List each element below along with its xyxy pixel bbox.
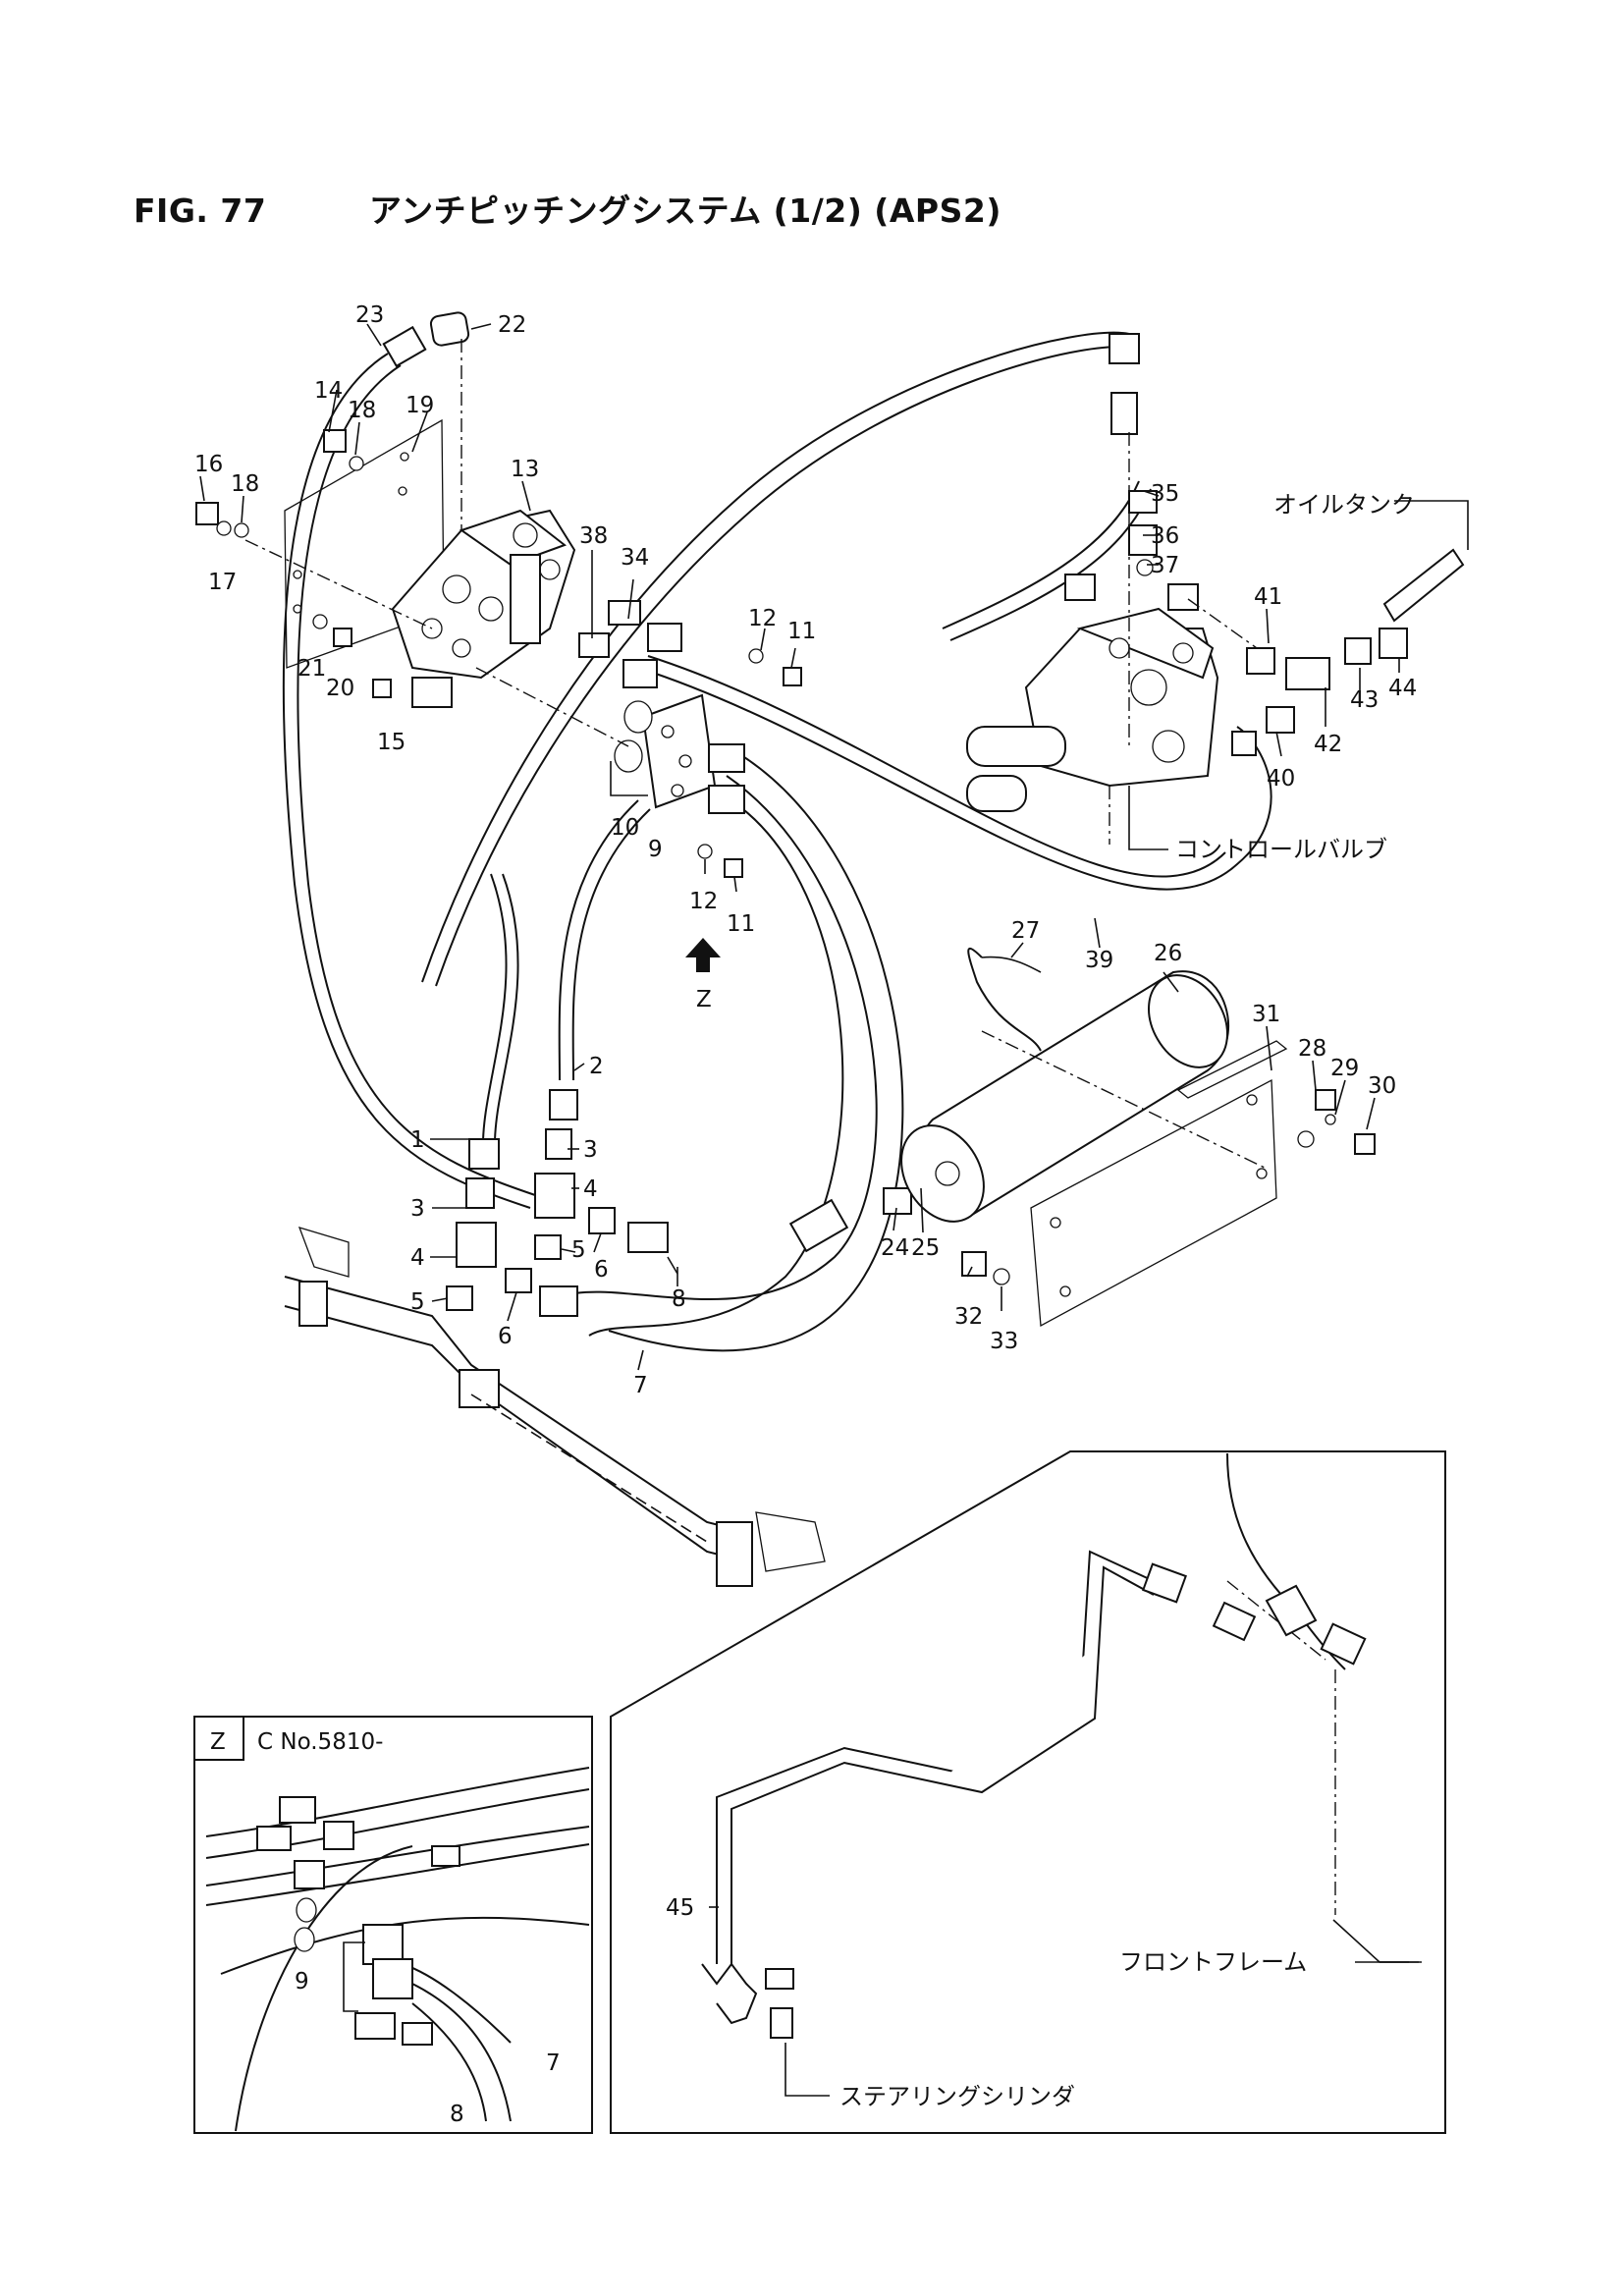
callout-30: 30 <box>1368 1073 1396 1099</box>
callout-9: 9 <box>648 837 663 862</box>
accumulator <box>900 970 1230 1223</box>
callout-44: 44 <box>1388 676 1417 701</box>
callout-31: 31 <box>1252 1002 1280 1027</box>
callout-27: 27 <box>1011 918 1040 944</box>
callout-43: 43 <box>1350 687 1379 713</box>
callout-3a: 3 <box>410 1196 425 1222</box>
callout-4a: 4 <box>410 1245 425 1271</box>
callout-35: 35 <box>1151 481 1179 507</box>
callout-23: 23 <box>355 302 384 328</box>
callout-24: 24 <box>881 1235 909 1261</box>
callout-37: 37 <box>1151 553 1179 578</box>
callout-36: 36 <box>1151 523 1179 549</box>
callout-3b: 3 <box>583 1137 598 1163</box>
fittings <box>195 311 1465 1317</box>
hose-lines <box>282 331 1272 1352</box>
callout-42: 42 <box>1314 732 1342 757</box>
callout-18a: 18 <box>348 398 376 423</box>
inset-z-serial: C No.5810- <box>257 1729 383 1755</box>
callout-5b: 5 <box>571 1237 586 1263</box>
callout-6b: 6 <box>594 1257 609 1283</box>
callout-34: 34 <box>621 545 649 571</box>
callout-38: 38 <box>579 523 608 549</box>
inset-z-tag: Z <box>210 1729 226 1755</box>
accumulator-bracket <box>1030 1040 1288 1328</box>
callout-19: 19 <box>406 393 434 418</box>
callout-13: 13 <box>511 457 539 482</box>
callout-45: 45 <box>666 1895 694 1921</box>
callout-22: 22 <box>498 312 526 338</box>
callout-1: 1 <box>410 1127 425 1153</box>
callout-40: 40 <box>1267 766 1295 792</box>
callout-12a: 12 <box>748 606 777 631</box>
callout-11a: 11 <box>787 619 816 644</box>
detail-leaders <box>709 1906 1422 2097</box>
callout-14: 14 <box>314 378 343 404</box>
control-valve-label: コントロールバルブ <box>1175 836 1387 863</box>
callout-39: 39 <box>1085 948 1113 973</box>
oil-tank-label: オイルタンク <box>1273 491 1415 519</box>
view-arrow-label: Z <box>696 987 712 1012</box>
figure-title-text: アンチピッチングシステム (1/2) (APS2) <box>369 191 1001 230</box>
inset-callout-7: 7 <box>546 2050 561 2076</box>
callout-labels: 23 22 14 18 19 13 16 18 17 21 20 15 38 3… <box>194 302 1417 2127</box>
callout-26: 26 <box>1154 941 1182 966</box>
callout-12b: 12 <box>689 889 718 914</box>
steering-detail-frame <box>610 1450 1446 2134</box>
callout-32: 32 <box>954 1304 983 1330</box>
aps-valve-block <box>391 509 576 708</box>
callout-25: 25 <box>911 1235 940 1261</box>
callout-41: 41 <box>1254 584 1282 610</box>
control-valve <box>966 607 1219 812</box>
callout-18b: 18 <box>231 471 259 497</box>
callout-33: 33 <box>990 1329 1018 1354</box>
leader-lines <box>199 323 1469 1371</box>
inset-z-frame <box>193 1716 593 2134</box>
callout-11b: 11 <box>727 911 755 937</box>
callout-10: 10 <box>611 815 639 841</box>
callout-28: 28 <box>1298 1036 1326 1062</box>
callout-17: 17 <box>208 570 237 595</box>
callout-8: 8 <box>672 1286 686 1312</box>
figure-number: FIG. 77 <box>134 191 267 230</box>
accumulator-band-27 <box>967 947 1042 1052</box>
callout-29: 29 <box>1330 1056 1359 1081</box>
callout-20: 20 <box>326 676 354 701</box>
figure-title: FIG. 77 アンチピッチングシステム (1/2) (APS2) <box>134 185 1001 232</box>
split-flange-block <box>610 693 717 809</box>
callout-15: 15 <box>377 730 406 755</box>
callout-5a: 5 <box>410 1289 425 1315</box>
callout-6a: 6 <box>498 1324 513 1349</box>
callout-21: 21 <box>298 656 326 682</box>
inset-callout-8: 8 <box>450 2102 464 2127</box>
steering-cylinder-label: ステアリングシリンダ <box>839 2083 1075 2110</box>
frame-bar <box>284 1227 826 1587</box>
callout-2: 2 <box>589 1054 604 1079</box>
inset-callout-9: 9 <box>295 1969 309 1995</box>
callout-7: 7 <box>633 1373 648 1398</box>
view-arrow-z <box>685 938 721 972</box>
callout-16: 16 <box>194 452 223 477</box>
centerlines <box>244 339 1336 1915</box>
front-frame-label: フロントフレーム <box>1119 1948 1307 1976</box>
callout-4b: 4 <box>583 1176 598 1202</box>
